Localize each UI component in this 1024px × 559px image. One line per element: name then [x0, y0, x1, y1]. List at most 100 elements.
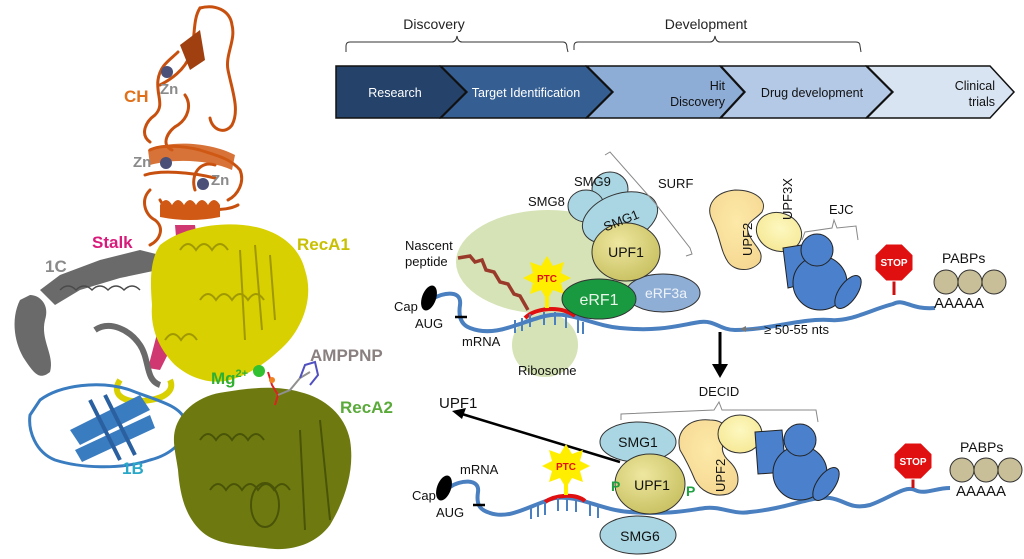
label-ribosome: Ribosome — [518, 363, 577, 378]
ejc-bracket — [801, 218, 859, 241]
nascent-peptide — [457, 254, 530, 311]
ribosome-small-subunit — [512, 313, 578, 377]
group-discovery: Discovery — [403, 16, 464, 32]
label-erf1: eRF1 — [579, 292, 618, 309]
pipeline: Discovery Development Research Target Id… — [335, 16, 1016, 119]
transition-arrowhead — [712, 364, 728, 378]
ptc-segment-top — [523, 307, 577, 320]
label-pabps-bottom: PABPs — [960, 439, 1003, 455]
reca2-domain — [173, 387, 352, 550]
label-peptide: peptide — [405, 254, 448, 269]
mg-sphere — [253, 365, 265, 377]
zn-sphere-1 — [161, 66, 173, 78]
protein-structure: CH Zn Zn Zn Stalk 1C RecA1 AMPPNP Mg2+ R… — [14, 5, 393, 550]
erf1 — [561, 278, 637, 320]
label-amppnp: AMPPNP — [310, 346, 383, 365]
label-smg6: SMG6 — [620, 528, 660, 544]
upf2-top — [709, 189, 764, 270]
label-ptc-top: PTC — [537, 274, 557, 285]
label-smg8: SMG8 — [528, 194, 565, 209]
label-aug-bottom: AUG — [436, 505, 464, 520]
svg-text:Target Identification: Target Identification — [472, 86, 580, 100]
ejc-top — [782, 233, 862, 311]
label-upf1-bottom: UPF1 — [634, 477, 670, 493]
label-nascent: Nascent — [405, 238, 453, 253]
label-cap-bottom: Cap — [412, 488, 436, 503]
svg-text:Clinical: Clinical — [955, 79, 995, 93]
smg6 — [599, 515, 677, 555]
stage-clinical-trials: Clinical trials — [865, 65, 1016, 119]
label-zn-2: Zn — [133, 154, 151, 171]
label-erf3a: eRF3a — [645, 285, 687, 301]
amppnp-ligand — [267, 360, 320, 406]
development-bracket — [573, 35, 862, 53]
label-ch: CH — [124, 87, 149, 106]
upf1-bottom — [614, 453, 686, 515]
label-stalk: Stalk — [92, 233, 133, 252]
stop-sign-top — [874, 243, 914, 282]
ptc-star-top — [523, 256, 571, 300]
label-cap-top: Cap — [394, 299, 418, 314]
label-upf2-bottom: UPF2 — [713, 459, 728, 492]
ptc-star-bottom — [542, 444, 590, 488]
stage-research: Research — [335, 65, 468, 119]
zn-sphere-3 — [197, 178, 209, 190]
label-smg9: SMG9 — [574, 174, 611, 189]
1c-domain — [14, 250, 162, 388]
ejc-bottom — [754, 423, 840, 501]
label-surf: SURF — [658, 176, 693, 191]
upf1-release-arrowhead — [452, 408, 466, 419]
label-stop-top: STOP — [880, 258, 907, 269]
ptc-segment-bottom — [543, 493, 587, 504]
ch-helix — [160, 200, 220, 220]
discovery-bracket — [345, 35, 569, 53]
nmd-top-panel: Cap AUG mRNA Ribosome Nascent peptide PT… — [394, 151, 1007, 378]
zn-sphere-2 — [160, 157, 172, 169]
reca1-domain — [113, 224, 309, 405]
ch-beta-sheet — [180, 30, 205, 70]
svg-text:Research: Research — [368, 86, 422, 100]
surf-bracket — [604, 151, 693, 257]
1b-domain — [28, 383, 188, 469]
upf1-top — [591, 222, 661, 282]
stage-drug-development: Drug development — [719, 65, 894, 119]
cap-top — [421, 285, 437, 311]
label-ptc-bottom: PTC — [556, 462, 576, 473]
label-reca1: RecA1 — [297, 235, 350, 254]
label-upf2-top: UPF2 — [740, 223, 755, 256]
pabps-bottom — [949, 457, 1023, 483]
codon-ticks-top — [514, 312, 584, 334]
label-ejc: EJC — [829, 202, 854, 217]
label-upf1-released: UPF1 — [439, 395, 477, 412]
label-polya-bottom: AAAAA — [956, 483, 1006, 500]
label-aug-top: AUG — [415, 316, 443, 331]
decid-bracket — [620, 400, 819, 423]
phospho-left: P — [611, 478, 620, 494]
svg-text:Drug development: Drug development — [761, 86, 864, 100]
svg-text:Hit: Hit — [710, 79, 726, 93]
svg-text:Discovery: Discovery — [670, 95, 726, 109]
label-zn-3: Zn — [211, 172, 229, 189]
label-upf3x: UPF3X — [780, 178, 795, 220]
label-zn-1: Zn — [160, 81, 178, 98]
label-stop-bottom: STOP — [899, 457, 926, 468]
stage-hit-discovery: Hit Discovery — [585, 65, 746, 119]
stage-target-identification: Target Identification — [439, 65, 614, 119]
codon-ticks-bottom — [530, 498, 599, 519]
label-mrna-bottom: mRNA — [460, 462, 499, 477]
group-development: Development — [665, 16, 748, 32]
upf1-release-arrow — [461, 412, 621, 464]
svg-text:trials: trials — [969, 95, 995, 109]
label-pabps-top: PABPs — [942, 250, 985, 266]
pabps-top — [933, 269, 1007, 295]
ch-sheet-2 — [148, 143, 235, 170]
label-mrna-top: mRNA — [462, 334, 501, 349]
phospho-right: P — [686, 483, 695, 499]
label-upf1-top: UPF1 — [608, 244, 644, 260]
stop-sign-bottom — [893, 442, 933, 480]
label-1c: 1C — [45, 257, 67, 276]
label-smg1-bottom: SMG1 — [618, 434, 658, 450]
cap-bottom — [436, 475, 452, 501]
label-reca2: RecA2 — [340, 398, 393, 417]
